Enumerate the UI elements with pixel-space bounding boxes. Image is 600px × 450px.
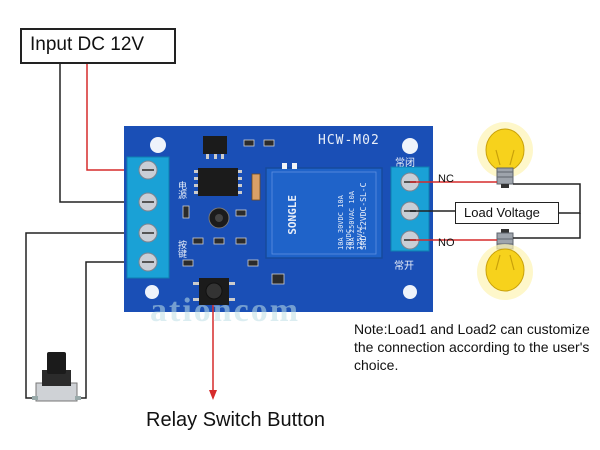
load-return-top: [513, 183, 581, 214]
bulb-top: [477, 122, 533, 188]
watermark: ationcom: [150, 292, 301, 329]
input-black-wire: [59, 64, 148, 203]
board-no-chinese-label: 常开: [394, 261, 414, 272]
note-text: Note:Load1 and Load2 can customize the c…: [354, 321, 590, 373]
button-wire-left: [25, 232, 148, 399]
relay-rating-text-2: 10A 30VDC 10A 28VDC: [337, 195, 353, 250]
load-voltage-label: Load Voltage: [464, 205, 540, 220]
bulb-bottom: [477, 229, 533, 300]
no-label: NO: [438, 237, 455, 249]
input-terminal-block: [126, 156, 170, 279]
relay-module-board: [124, 126, 433, 312]
mount-hole-top-left: [150, 137, 166, 153]
led-indicators: [282, 163, 297, 169]
mount-hole-bottom-left: [145, 285, 159, 299]
input-label-box: [20, 28, 176, 64]
board-button-chinese-label: 按键: [176, 240, 186, 258]
terminal-screw: [138, 252, 158, 272]
nc-label: NC: [438, 173, 454, 185]
transistor: [203, 136, 227, 159]
relay-brand-text: SONGLE: [286, 195, 299, 235]
ic-chip: [194, 168, 242, 196]
capacitor: [208, 207, 230, 229]
board-model-label: HCW-M02: [318, 133, 380, 148]
load-return-bottom: [513, 213, 581, 239]
relay-switch-button-label: Relay Switch Button: [146, 409, 325, 431]
external-push-button: [32, 352, 81, 402]
board-power-chinese-label: 电源: [176, 181, 186, 199]
output-wires: [410, 181, 581, 241]
terminal-screw: [138, 223, 158, 243]
input-voltage-label: Input DC 12V: [30, 34, 145, 55]
terminal-screw: [138, 192, 158, 212]
mount-hole-top-right: [402, 138, 418, 154]
relay: [265, 167, 383, 259]
relay-button-arrow: [209, 305, 217, 400]
board-tact-switch: [193, 278, 235, 305]
mount-hole-bottom-right: [403, 285, 417, 299]
board-nc-chinese-label: 常闭: [395, 158, 415, 169]
smd-components: [182, 139, 285, 285]
terminal-screw: [138, 160, 158, 180]
diode: [251, 173, 261, 201]
load-voltage-box: [455, 202, 559, 224]
output-terminal-block: [390, 166, 430, 252]
